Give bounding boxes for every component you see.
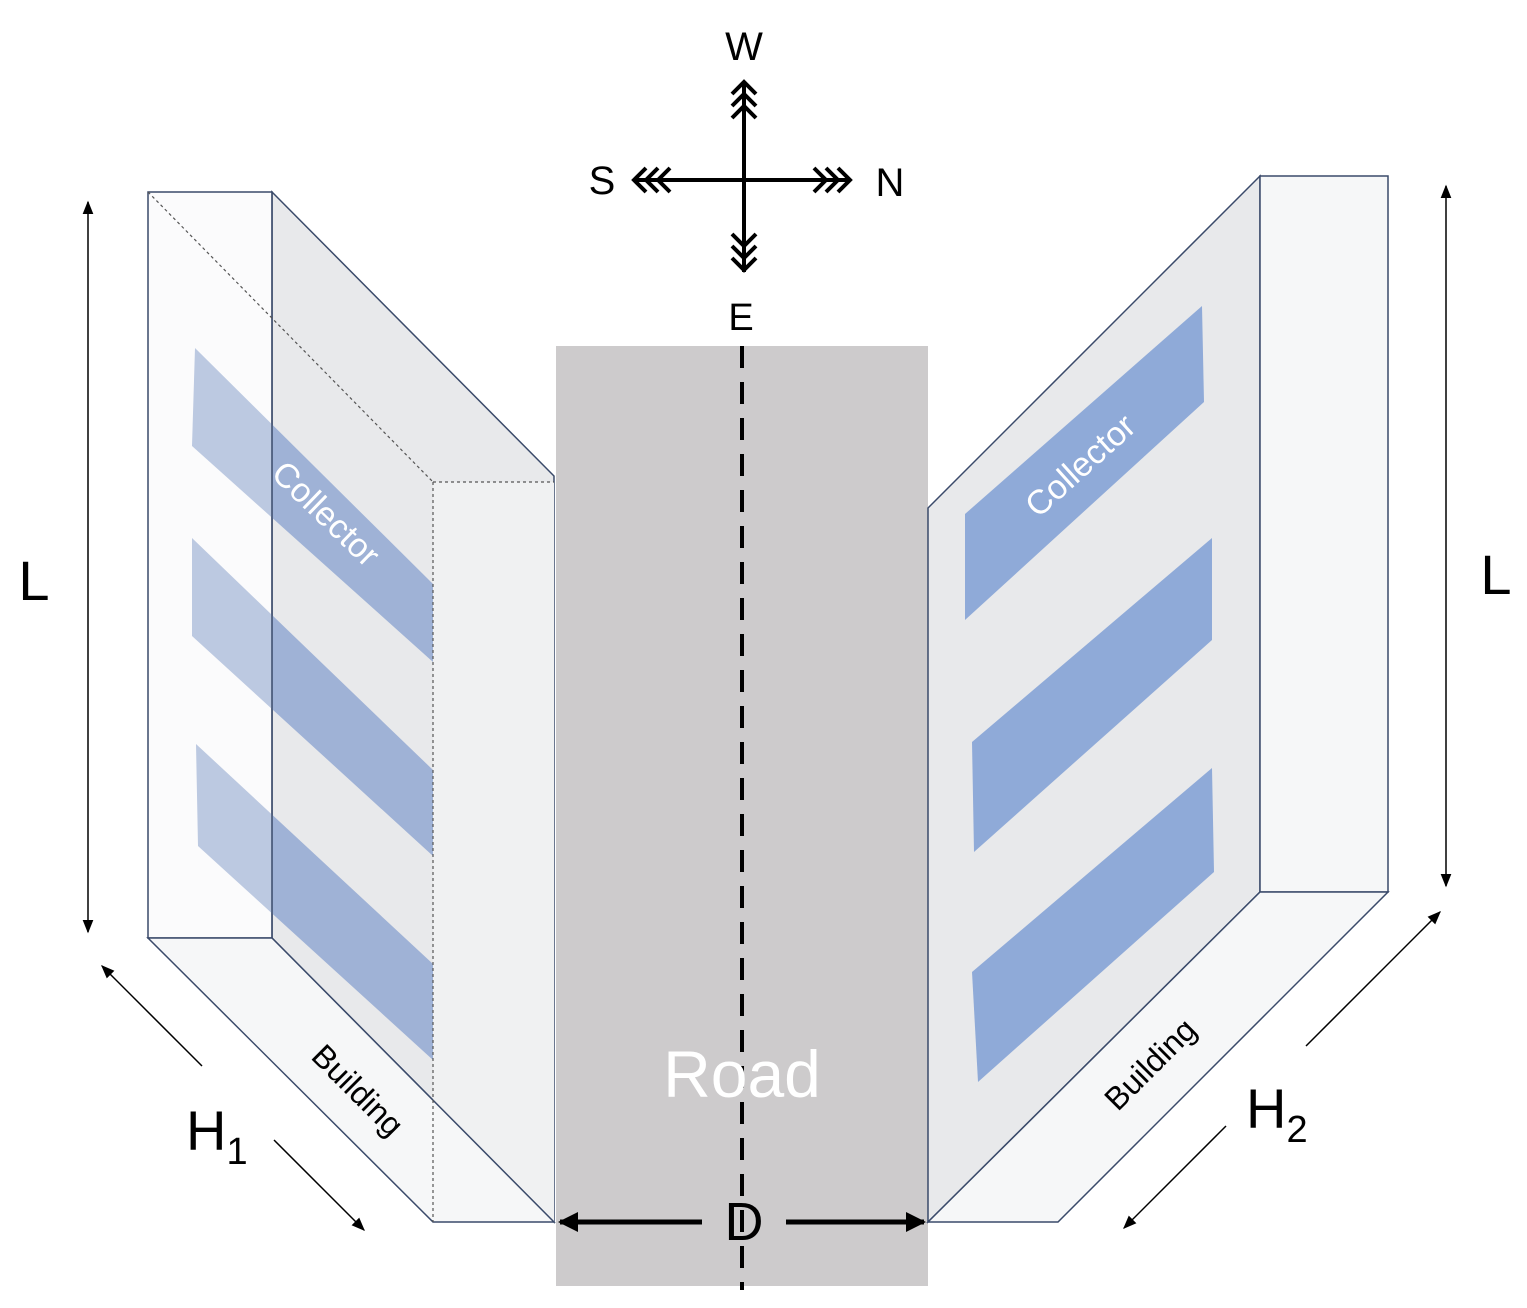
right-length-label: L (1480, 543, 1511, 606)
compass (631, 79, 853, 273)
north-arrowhead (812, 166, 853, 194)
right-height-subscript: 2 (1286, 1109, 1307, 1151)
right-building-outer-face (1259, 175, 1389, 893)
right-height-arrow-upper (1305, 911, 1441, 1047)
road-label: Road (663, 1037, 821, 1111)
left-length-label: L (18, 549, 49, 612)
compass-east-label: E (728, 297, 753, 339)
left-height-arrow-lower (273, 1139, 365, 1231)
left-building: Collector Building (146, 190, 556, 1224)
right-building-base (926, 891, 1390, 1223)
right-height-label: H2 (1246, 1077, 1308, 1151)
east-arrowhead (730, 232, 758, 273)
road-width-label: D (725, 1192, 764, 1252)
left-height-subscript: 1 (226, 1131, 247, 1173)
left-height-label: H1 (186, 1099, 248, 1173)
left-building-front-face (147, 191, 273, 939)
left-hidden-edge-1 (147, 191, 434, 483)
left-collector-3 (196, 744, 433, 1060)
right-height-dimension: H2 (1123, 911, 1441, 1229)
right-collector-2 (972, 538, 1212, 852)
road: Road (556, 346, 928, 1290)
left-length-dimension: L (18, 200, 94, 934)
right-collector-1 (965, 306, 1204, 620)
west-arrowhead (730, 79, 758, 120)
right-height-arrow-lower (1123, 1125, 1227, 1229)
left-building-side-face (433, 482, 554, 1222)
compass-south-label: S (589, 159, 616, 203)
compass-west-label: W (725, 25, 763, 69)
left-building-base (146, 937, 556, 1223)
right-collector-3 (972, 768, 1214, 1082)
left-height-dimension: H1 (101, 965, 365, 1231)
left-collector-1 (192, 348, 433, 662)
left-collector-2 (192, 538, 433, 856)
compass-north-label: N (876, 161, 905, 205)
left-height-letter: H (186, 1099, 226, 1162)
right-height-letter: H (1246, 1077, 1286, 1140)
south-arrowhead (631, 166, 672, 194)
road-width-dimension: D (558, 1192, 926, 1252)
right-building: Collector Building (926, 174, 1390, 1224)
right-length-dimension: L (1440, 184, 1512, 888)
left-height-arrow-upper (101, 965, 203, 1067)
